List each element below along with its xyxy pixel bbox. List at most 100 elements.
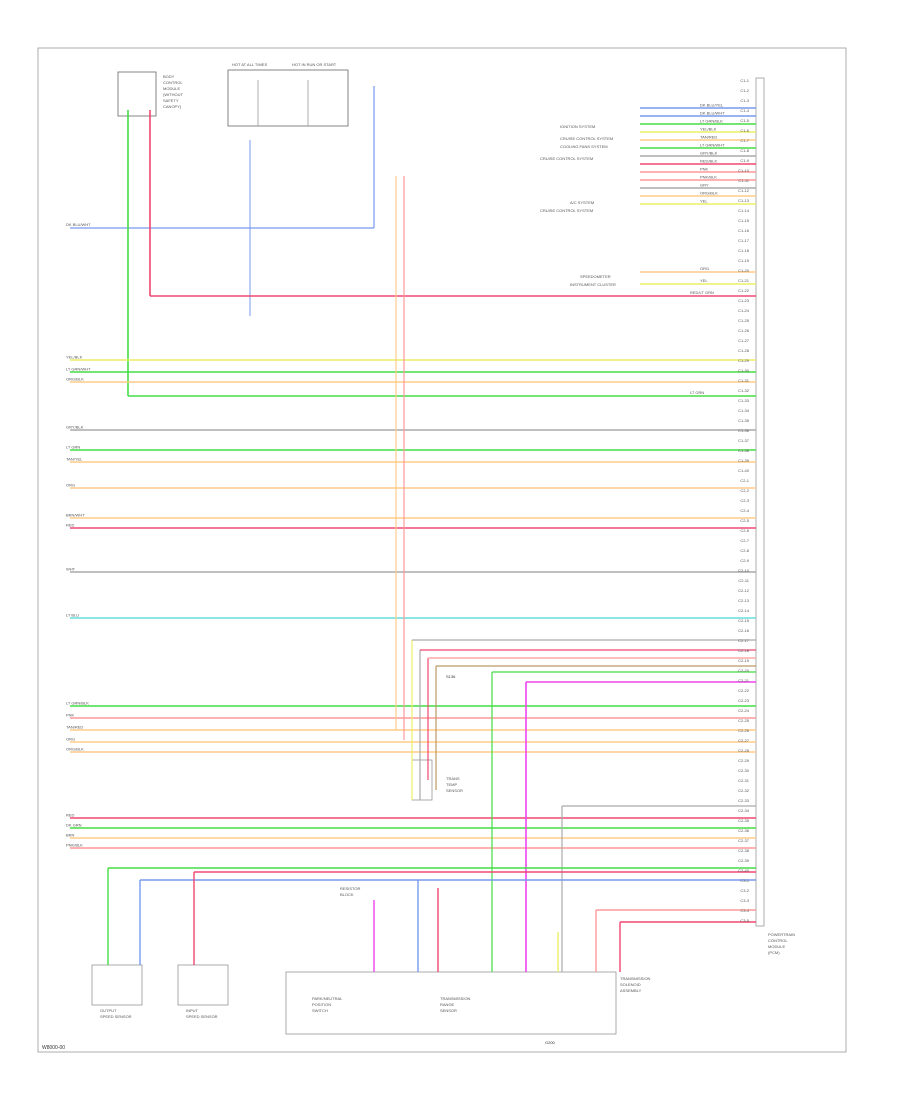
pcm-pin-label: C1-27 (738, 338, 750, 343)
pcm-pin-label: C1-37 (738, 438, 750, 443)
solenoid-label: ASSEMBLY (620, 988, 642, 993)
pcm-pin-label: C1-1 (740, 78, 749, 83)
trs-label: RANGE (440, 1002, 455, 1007)
iss-label: SPEED SENSOR (186, 1014, 218, 1019)
pcm-pin-label: C1-5 (740, 118, 749, 123)
system-reference: IGNITION SYSTEM (560, 124, 595, 129)
wire-color-label: ORG/BLK (66, 747, 84, 752)
pcm-pin-label: C2-30 (738, 768, 750, 773)
pcm-pin-label: C1-9 (740, 158, 749, 163)
pcm-pin-label: C1-32 (738, 388, 750, 393)
system-reference: CRUISE CONTROL SYSTEM (560, 136, 613, 141)
pcm-pin-label: C1-10 (738, 168, 750, 173)
pcm-pin-label: C2-22 (738, 688, 750, 693)
pcm-pin-label: C2-12 (738, 588, 750, 593)
pcm-label: MODULE (768, 944, 785, 949)
trs-label: TRANSMISSION (440, 996, 471, 1001)
pcm-pin-label: C2-34 (738, 808, 750, 813)
wire-color-label: LT GRN/WHT (700, 143, 725, 148)
pcm-pin-label: C2-5 (740, 518, 749, 523)
pcm-pin-label: C3-1 (740, 878, 749, 883)
pcm-pin-label: C1-13 (738, 198, 750, 203)
wire-color-label: DK BLU/WHT (66, 222, 91, 227)
pcm-pin-label: C1-31 (738, 378, 750, 383)
pcm-pin-label: C2-36 (738, 828, 750, 833)
pcm-pin-label: C2-18 (738, 648, 750, 653)
diagram-border (37, 47, 847, 1053)
solenoid-label: TRANSMISSION (620, 976, 651, 981)
wire-color-label: RED/BLK (700, 159, 717, 164)
pcm-pin-label: C2-11 (738, 578, 749, 583)
splice-label: S136 (446, 674, 456, 679)
pcm-pin-label: C2-15 (738, 618, 750, 623)
pcm-pin-label: C2-31 (738, 778, 750, 783)
wire-color-label: DK BLU/YEL (700, 103, 724, 108)
wire-color-label: BRN/WHT (66, 513, 85, 518)
wire-color-label: LT GRN (690, 390, 704, 395)
wire-color-label: BRN (66, 833, 75, 838)
system-reference: CRUISE CONTROL SYSTEM (540, 208, 593, 213)
resistor-label: RESISTOR (340, 886, 360, 891)
pcm-pin-group: C1-1C1-2C1-3C1-4C1-5C1-6C1-7C1-8C1-9C1-1… (738, 78, 750, 923)
pcm-pin-label: C1-6 (740, 128, 749, 133)
pcm-pin-label: C1-21 (738, 278, 750, 283)
pcm-pin-label: C1-39 (738, 458, 750, 463)
pcm-pin-label: C1-16 (738, 228, 750, 233)
pcm-pin-label: C1-35 (738, 418, 750, 423)
resistor-block: RESISTOR BLOCK (340, 886, 360, 897)
system-reference: CRUISE CONTROL SYSTEM (540, 156, 593, 161)
pcm-pin-label: C2-17 (738, 638, 750, 643)
wire-color-label: YEL (700, 199, 708, 204)
pcm-label: POWERTRAIN (768, 932, 795, 937)
tts-label: SENSOR (446, 788, 463, 793)
pcm-pin-label: C1-2 (740, 88, 749, 93)
pcm-pin-label: C2-21 (738, 678, 750, 683)
pcm-pin-label: C2-2 (740, 488, 749, 493)
pcm-pin-label: C2-28 (738, 748, 750, 753)
pcm-pin-label: C2-35 (738, 818, 750, 823)
bcm-label-line: SAFETY (163, 98, 179, 103)
wire-color-label: YEL (700, 278, 708, 283)
oss-label: OUTPUT (100, 1008, 117, 1013)
pcm-pin-label: C2-39 (738, 858, 750, 863)
fuse-block: HOT AT ALL TIMES HOT IN RUN OR START (227, 62, 349, 127)
wire-color-label: RED/LT GRN (690, 290, 714, 295)
pcm: POWERTRAIN CONTROL MODULE (PCM) (755, 77, 795, 955)
pcm-pin-label: C3-4 (740, 908, 749, 913)
input-speed-sensor: INPUT SPEED SENSOR (177, 964, 229, 1019)
footer-code: W8000-00 (42, 1045, 65, 1051)
wire-color-label: GRY/BLK (66, 425, 84, 430)
wire-color-label: TAN/RED (700, 135, 717, 140)
bcm-label-line: CANOPY) (163, 104, 182, 109)
pcm-pin-label: C1-3 (740, 98, 749, 103)
transmission-assembly: PARK/NEUTRAL POSITION SWITCH TRANSMISSIO… (285, 971, 651, 1035)
pcm-pin-label: C1-12 (738, 188, 750, 193)
pcm-pin-label: C1-25 (738, 318, 750, 323)
pcm-pin-label: C2-40 (738, 868, 750, 873)
pcm-pin-label: C1-4 (740, 108, 749, 113)
solenoid-label: SOLENOID (620, 982, 641, 987)
pcm-pin-label: C2-6 (740, 528, 749, 533)
wire-color-label: RED (66, 523, 75, 528)
pcm-pin-label: C2-26 (738, 728, 750, 733)
pcm-pin-label: C1-11 (738, 178, 749, 183)
pcm-pin-label: C2-24 (738, 708, 750, 713)
wire-color-label: GRY (700, 183, 709, 188)
wire-color-label: PNK/BLK (66, 843, 83, 848)
pcm-pin-label: C2-14 (738, 608, 750, 613)
fuse-label: HOT IN RUN OR START (292, 62, 337, 67)
wire-color-label: ORG (66, 737, 75, 742)
wire-color-label: YEL/BLK (700, 127, 717, 132)
system-references: IGNITION SYSTEM CRUISE CONTROL SYSTEM CO… (540, 124, 616, 287)
pcm-pin-label: C2-10 (738, 568, 750, 573)
pcm-pin-label: C1-30 (738, 368, 750, 373)
pcm-pin-label: C1-19 (738, 258, 750, 263)
pcm-pin-label: C3-2 (740, 888, 749, 893)
pcm-pin-label: C1-36 (738, 428, 750, 433)
wire-color-label: DK BLU/WHT (700, 111, 725, 116)
wire-color-label: ORG/BLK (700, 191, 718, 196)
pcm-pin-label: C2-7 (740, 538, 749, 543)
wire-color-label: PNK (66, 713, 75, 718)
iss-label: INPUT (186, 1008, 199, 1013)
